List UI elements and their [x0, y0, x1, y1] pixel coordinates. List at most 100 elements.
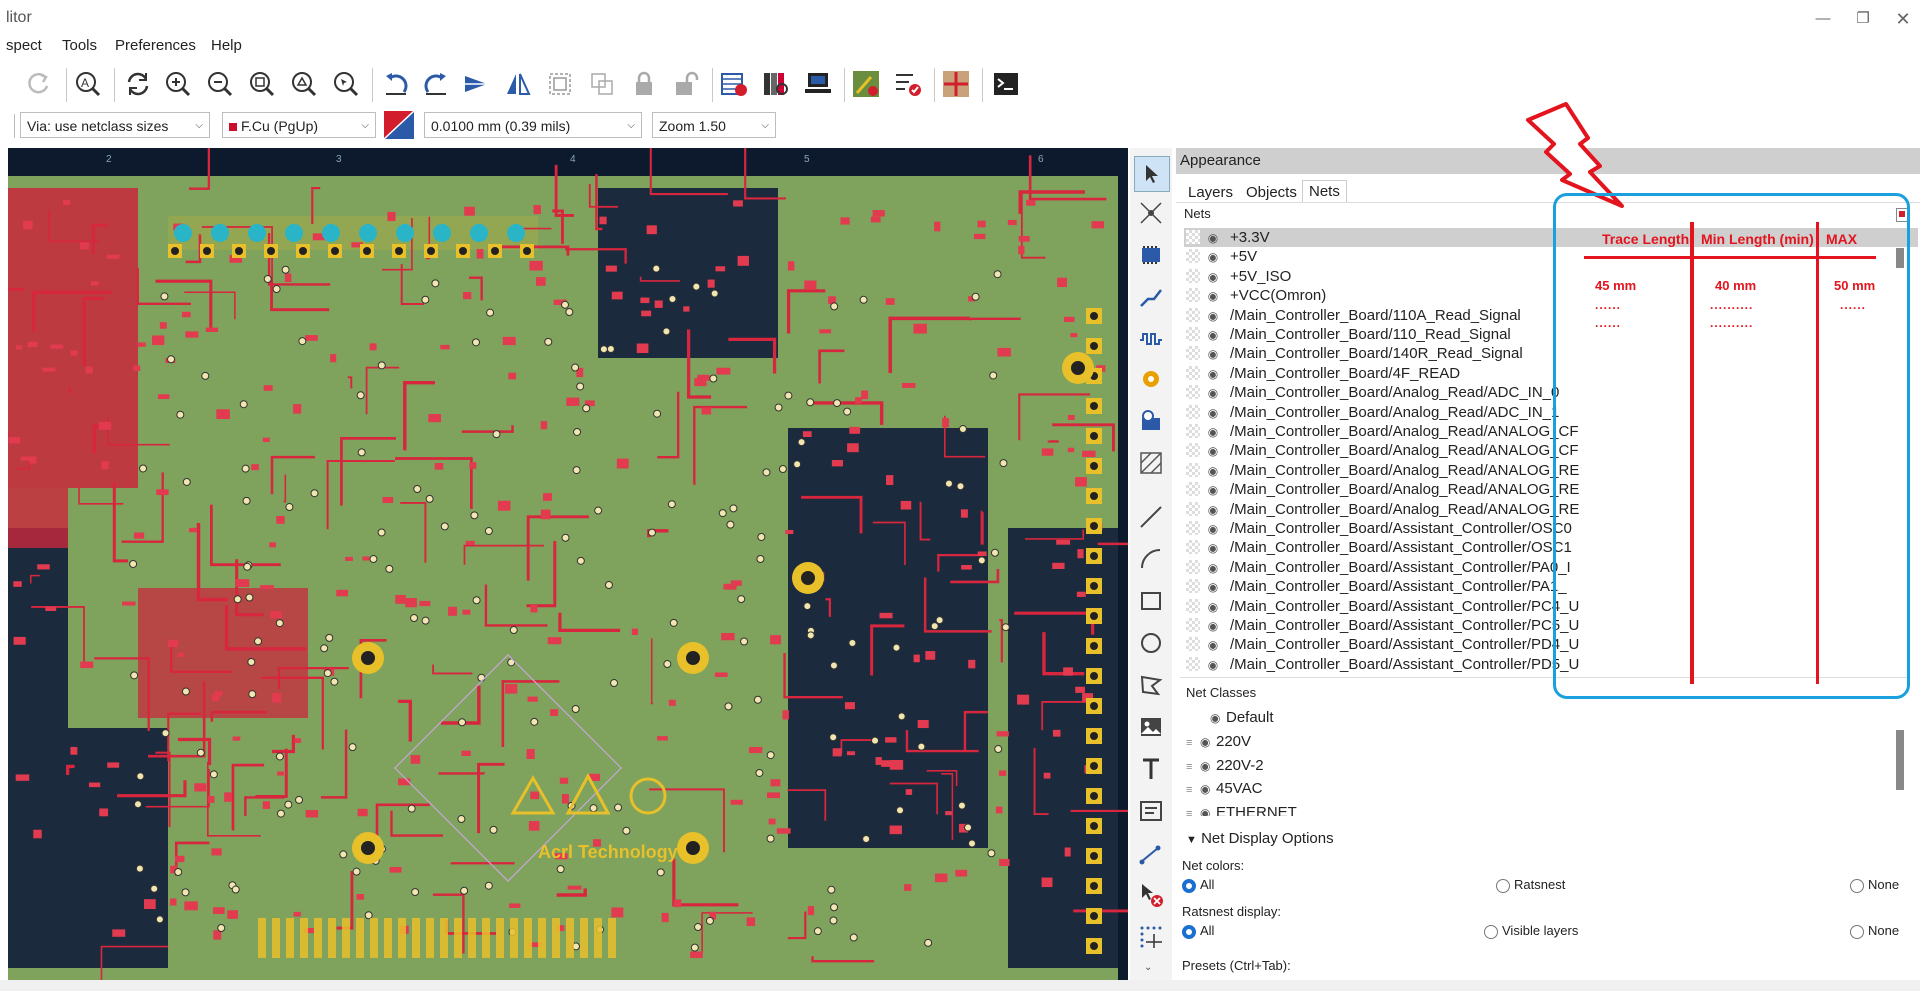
nets-scrollbar-thumb[interactable]: [1896, 248, 1904, 268]
visibility-eye-icon[interactable]: ◉: [1207, 463, 1219, 478]
net-display-options-toggle[interactable]: ▼ Net Display Options: [1186, 830, 1334, 847]
net-row[interactable]: ◉/Main_Controller_Board/Analog_Read/ADC_…: [1184, 403, 1918, 422]
rotate-ccw-icon[interactable]: [380, 68, 412, 100]
draw-polygon-icon[interactable]: [1134, 668, 1168, 702]
net-row[interactable]: ◉/Main_Controller_Board/Analog_Read/ANAL…: [1184, 461, 1918, 480]
netlist-update-icon[interactable]: [718, 68, 750, 100]
net-color-swatch[interactable]: [1186, 637, 1200, 652]
visibility-eye-icon[interactable]: ◉: [1200, 806, 1211, 816]
pcb-canvas[interactable]: Acrl Technology 2 3 4 5 6: [8, 148, 1128, 980]
net-row[interactable]: ◉/Main_Controller_Board/Assistant_Contro…: [1184, 577, 1918, 596]
local-ratsnest-icon[interactable]: [1134, 196, 1168, 230]
net-color-swatch[interactable]: [1186, 656, 1200, 671]
net-class-color-swatch[interactable]: ≡: [1186, 784, 1193, 797]
net-row[interactable]: ◉/Main_Controller_Board/Assistant_Contro…: [1184, 635, 1918, 654]
find-icon[interactable]: A: [72, 68, 104, 100]
add-image-icon[interactable]: [1134, 710, 1168, 744]
net-color-swatch[interactable]: [1186, 307, 1200, 322]
visibility-eye-icon[interactable]: ◉: [1207, 231, 1219, 245]
net-color-swatch[interactable]: [1186, 618, 1200, 632]
net-color-swatch[interactable]: [1186, 288, 1200, 303]
zoom-fit-icon[interactable]: [246, 68, 278, 100]
visibility-eye-icon[interactable]: ◉: [1200, 782, 1211, 797]
net-color-swatch[interactable]: [1186, 540, 1200, 555]
net-row[interactable]: ◉/Main_Controller_Board/110_Read_Signal: [1184, 325, 1918, 344]
delete-tool-icon[interactable]: [1134, 878, 1168, 912]
layer-pair-icon[interactable]: [383, 110, 415, 140]
ratsnest-visible-layers-radio[interactable]: Visible layers: [1484, 923, 1578, 939]
net-color-swatch[interactable]: [1186, 365, 1200, 380]
lock-icon[interactable]: [628, 68, 660, 100]
net-color-swatch[interactable]: [1186, 482, 1200, 497]
visibility-eye-icon[interactable]: ◉: [1207, 405, 1219, 420]
visibility-eye-icon[interactable]: ◉: [1207, 541, 1219, 556]
draw-arc-icon[interactable]: [1134, 542, 1168, 576]
net-class-color-swatch[interactable]: ≡: [1186, 760, 1193, 773]
net-colors-none-radio[interactable]: None: [1850, 877, 1899, 893]
visibility-eye-icon[interactable]: ◉: [1200, 758, 1211, 773]
zoom-objects-icon[interactable]: [288, 68, 320, 100]
net-color-swatch[interactable]: [1186, 404, 1200, 419]
net-color-swatch[interactable]: [1186, 424, 1200, 438]
draw-rectangle-icon[interactable]: [1134, 584, 1168, 618]
net-class-row[interactable]: ≡◉45VAC: [1186, 777, 1262, 800]
net-color-swatch[interactable]: [1186, 346, 1200, 361]
unlock-icon[interactable]: [670, 68, 702, 100]
net-color-swatch[interactable]: [1186, 385, 1200, 400]
visibility-eye-icon[interactable]: ◉: [1207, 502, 1219, 517]
zoom-in-icon[interactable]: [162, 68, 194, 100]
net-colors-ratsnest-radio[interactable]: Ratsnest: [1496, 877, 1565, 893]
visibility-eye-icon[interactable]: ◉: [1207, 425, 1219, 439]
via-size-select[interactable]: Via: use netclass sizes⌵: [20, 112, 210, 138]
layer-select[interactable]: F.Cu (PgUp)⌵: [222, 112, 376, 138]
net-class-color-swatch[interactable]: ≡: [1186, 736, 1193, 749]
ratsnest-all-radio[interactable]: All: [1182, 923, 1214, 939]
net-color-swatch[interactable]: [1186, 230, 1200, 244]
add-via-icon[interactable]: [1134, 362, 1168, 396]
net-row[interactable]: ◉/Main_Controller_Board/140R_Read_Signal: [1184, 344, 1918, 363]
visibility-eye-icon[interactable]: ◉: [1207, 347, 1219, 362]
net-class-color-swatch[interactable]: ≡: [1186, 808, 1193, 816]
menu-inspect[interactable]: spect: [6, 37, 42, 54]
visibility-eye-icon[interactable]: ◉: [1207, 657, 1219, 672]
net-color-swatch[interactable]: [1186, 462, 1200, 477]
net-row[interactable]: ◉/Main_Controller_Board/Assistant_Contro…: [1184, 538, 1918, 557]
zoom-select[interactable]: Zoom 1.50⌵: [652, 112, 776, 138]
redo-icon[interactable]: [22, 68, 54, 100]
library-browser-icon[interactable]: [760, 68, 792, 100]
visibility-eye-icon[interactable]: ◉: [1207, 560, 1219, 575]
net-row[interactable]: ◉/Main_Controller_Board/Assistant_Contro…: [1184, 616, 1918, 635]
route-tracks-icon[interactable]: [940, 68, 972, 100]
tab-layers[interactable]: Layers: [1188, 184, 1234, 201]
restore-icon[interactable]: ❐: [1856, 10, 1870, 27]
refresh-icon[interactable]: [122, 68, 154, 100]
ungroup-icon[interactable]: [586, 68, 618, 100]
net-class-row[interactable]: ◉Default: [1196, 706, 1274, 729]
check-list-icon[interactable]: [892, 68, 924, 100]
net-color-swatch[interactable]: [1186, 268, 1200, 283]
minimize-icon[interactable]: —: [1815, 10, 1831, 27]
net-color-swatch[interactable]: [1186, 443, 1200, 458]
mirror-icon[interactable]: [502, 68, 534, 100]
net-row[interactable]: ◉/Main_Controller_Board/Assistant_Contro…: [1184, 558, 1918, 577]
add-dimension-icon[interactable]: [1134, 838, 1168, 872]
tune-length-icon[interactable]: [1134, 322, 1168, 356]
net-row[interactable]: ◉/Main_Controller_Board/Analog_Read/ADC_…: [1184, 383, 1918, 402]
visibility-eye-icon[interactable]: ◉: [1210, 711, 1221, 725]
close-icon[interactable]: ✕: [1895, 9, 1911, 29]
net-color-swatch[interactable]: [1186, 327, 1200, 341]
route-track-icon[interactable]: [1134, 280, 1168, 314]
net-row[interactable]: ◉/Main_Controller_Board/Analog_Read/ANAL…: [1184, 422, 1918, 441]
net-class-row[interactable]: ≡◉ETHERNET: [1186, 801, 1297, 816]
net-color-swatch[interactable]: [1186, 559, 1200, 574]
tab-objects[interactable]: Objects: [1246, 184, 1297, 201]
grid-origin-icon[interactable]: [1134, 920, 1168, 954]
visibility-eye-icon[interactable]: ◉: [1207, 580, 1219, 595]
net-row[interactable]: ◉/Main_Controller_Board/Analog_Read/ANAL…: [1184, 500, 1918, 519]
group-icon[interactable]: [544, 68, 576, 100]
net-color-swatch[interactable]: [1186, 579, 1200, 594]
visibility-eye-icon[interactable]: ◉: [1207, 483, 1219, 498]
scroll-down-icon[interactable]: ⌄: [1144, 962, 1153, 973]
net-row[interactable]: ◉/Main_Controller_Board/Assistant_Contro…: [1184, 519, 1918, 538]
visibility-eye-icon[interactable]: ◉: [1207, 328, 1219, 342]
